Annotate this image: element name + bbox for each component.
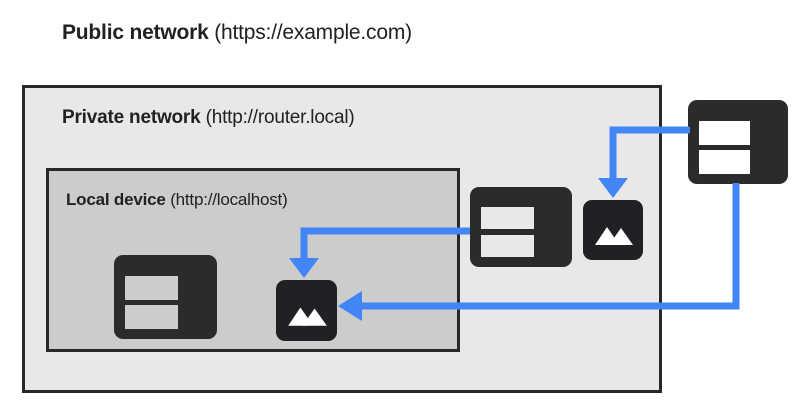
browser-panes <box>481 207 561 258</box>
browser-left-column <box>699 121 751 174</box>
browser-right-column <box>539 207 560 257</box>
public-browser-window-icon <box>688 100 788 184</box>
browser-right-column <box>756 121 777 174</box>
private-network-title: Private network (http://router.local) <box>62 106 355 130</box>
private-image-icon <box>583 200 643 260</box>
public-network-url: (https://example.com) <box>214 21 412 44</box>
browser-titlebar <box>114 255 217 273</box>
browser-panes <box>699 121 777 174</box>
local-device-url: (http://localhost) <box>170 190 288 209</box>
private-browser-window-icon <box>470 187 572 267</box>
browser-titlebar <box>470 187 572 205</box>
private-network-url: (http://router.local) <box>205 107 355 128</box>
public-network-title: Public network (https://example.com) <box>62 20 412 46</box>
browser-pane-bottom <box>125 305 179 329</box>
browser-right-column <box>184 276 206 329</box>
browser-panes <box>125 276 205 329</box>
browser-titlebar <box>688 100 788 118</box>
browser-left-column <box>125 276 179 329</box>
browser-pane-bottom <box>699 150 751 174</box>
local-image-icon <box>276 280 337 341</box>
public-network-label: Public network <box>62 21 215 44</box>
browser-pane-top <box>481 207 534 230</box>
private-network-label: Private network <box>62 107 206 128</box>
local-device-title: Local device (http://localhost) <box>66 189 288 211</box>
browser-pane-top <box>125 276 179 300</box>
picture-glyph <box>595 227 633 245</box>
local-browser-window-icon <box>114 255 217 339</box>
picture-glyph <box>288 307 327 326</box>
browser-pane-bottom <box>481 234 534 258</box>
local-device-label: Local device <box>66 190 171 209</box>
browser-left-column <box>481 207 534 258</box>
browser-pane-top <box>699 121 751 145</box>
